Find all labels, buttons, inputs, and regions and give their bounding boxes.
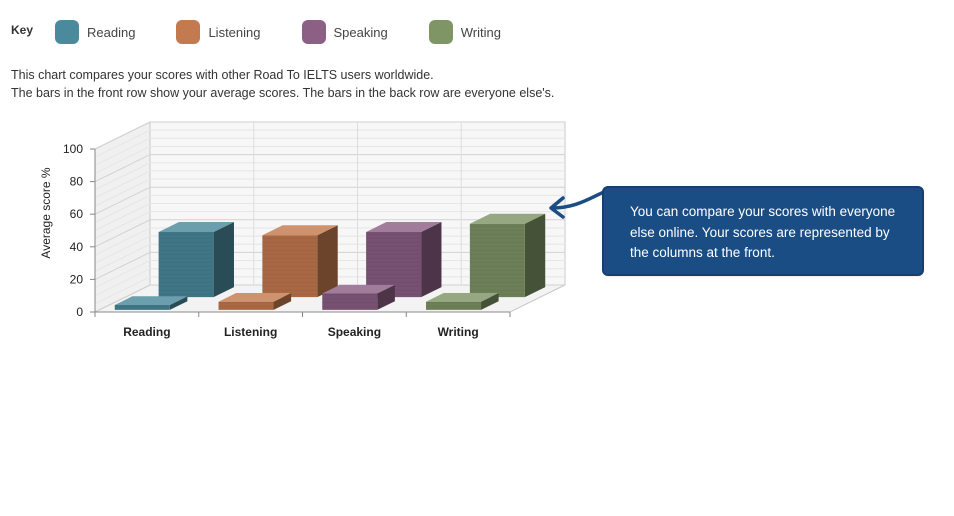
y-tick-label: 20 bbox=[70, 272, 84, 286]
key-label-writing: Writing bbox=[460, 24, 501, 40]
x-tick-label: Listening bbox=[224, 325, 277, 339]
chart-gridline-major bbox=[94, 154, 565, 183]
key-swatch-listening bbox=[176, 20, 201, 44]
x-tick-label: Reading bbox=[123, 325, 170, 339]
intro-line-2: The bars in the front row show your aver… bbox=[11, 86, 555, 100]
y-tick-label: 40 bbox=[70, 240, 84, 254]
back-bar-reading bbox=[158, 221, 234, 298]
front-bar-reading bbox=[114, 296, 188, 310]
key-label-reading: Reading bbox=[87, 24, 136, 40]
x-tick-label: Speaking bbox=[328, 325, 381, 339]
callout-arrow-icon bbox=[549, 190, 606, 219]
chart-gridline-minor bbox=[94, 203, 565, 231]
key-title: Key bbox=[11, 23, 34, 37]
key-label-speaking: Speaking bbox=[333, 24, 388, 40]
chart-key: Key Reading Listening Speaking Writing bbox=[11, 19, 542, 45]
key-swatch-speaking bbox=[301, 20, 326, 44]
chart-gridline-minor bbox=[94, 129, 565, 158]
front-bar-listening bbox=[218, 293, 292, 310]
chart-gridline-minor bbox=[94, 194, 565, 223]
back-bar-listening bbox=[262, 225, 338, 298]
chart-intro: This chart compares your scores with oth… bbox=[11, 66, 554, 102]
callout-text: You can compare your scores with everyon… bbox=[630, 204, 896, 260]
front-bar-writing bbox=[426, 293, 499, 310]
chart-gridline-minor bbox=[94, 178, 565, 207]
info-callout: You can compare your scores with everyon… bbox=[604, 188, 922, 274]
chart-gridline-minor bbox=[94, 145, 565, 174]
key-item-listening: Listening bbox=[176, 20, 261, 44]
back-bar-speaking bbox=[366, 221, 442, 298]
chart-gridline-minor bbox=[94, 211, 565, 240]
chart-gridline-major bbox=[94, 219, 565, 248]
key-swatch-writing bbox=[428, 20, 453, 44]
chart-back-row-bars bbox=[158, 213, 546, 298]
key-swatch-reading bbox=[55, 20, 80, 44]
key-label-listening: Listening bbox=[208, 24, 261, 40]
y-tick-label: 60 bbox=[70, 207, 84, 221]
x-tick-label: Writing bbox=[438, 325, 479, 339]
y-tick-label: 100 bbox=[63, 142, 83, 156]
chart-front-row-bars bbox=[114, 284, 499, 310]
chart-gridline-minor bbox=[94, 170, 565, 199]
y-axis-label: Average score % bbox=[39, 167, 53, 258]
chart-gridline-minor bbox=[94, 137, 565, 166]
back-bar-writing bbox=[469, 213, 546, 298]
chart-gridline-minor bbox=[94, 162, 565, 191]
key-item-speaking: Speaking bbox=[301, 20, 388, 44]
chart-gridline-major bbox=[94, 121, 565, 150]
chart-gridline-major bbox=[94, 186, 565, 215]
front-bar-speaking bbox=[322, 284, 395, 310]
y-tick-label: 0 bbox=[76, 305, 83, 319]
y-tick-label: 80 bbox=[70, 175, 84, 189]
key-item-writing: Writing bbox=[428, 20, 501, 44]
key-item-reading: Reading bbox=[55, 20, 135, 44]
intro-line-1: This chart compares your scores with oth… bbox=[11, 68, 434, 82]
